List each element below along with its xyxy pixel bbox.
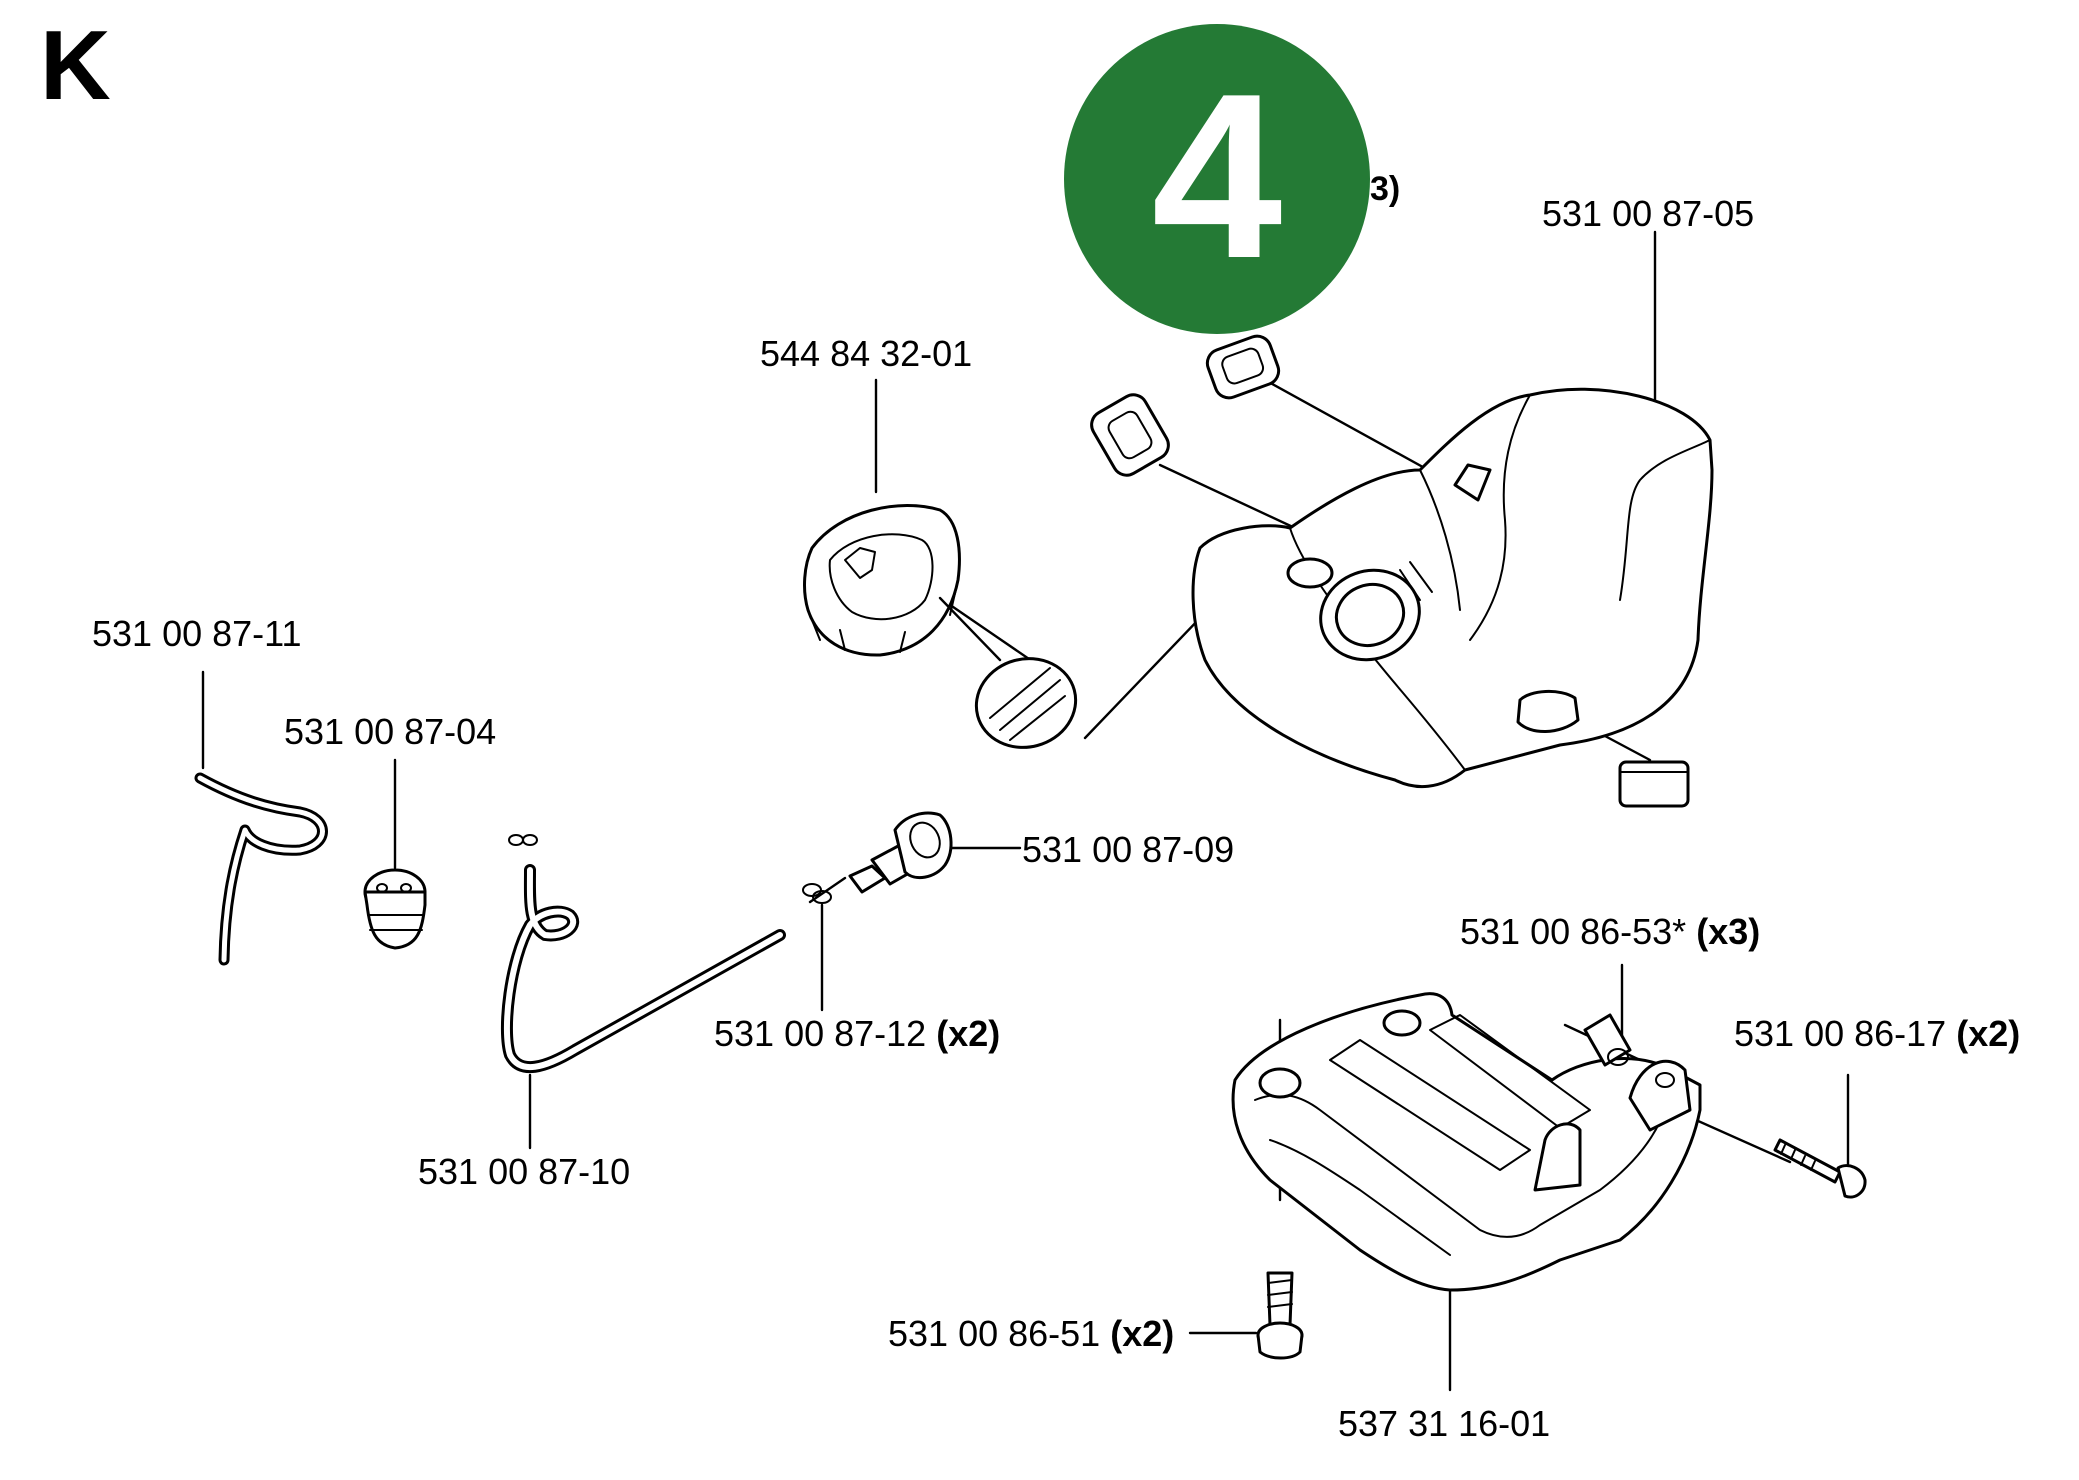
part-quantity: (x2)	[1956, 1013, 2021, 1054]
step-number: 4	[1151, 43, 1283, 307]
part-number: 531 00 86-53*	[1460, 911, 1687, 952]
part-quantity: (x3)	[1696, 911, 1761, 952]
part-number: 544 84 32-01	[760, 333, 973, 374]
partial-label: 3)	[1370, 170, 1401, 208]
part-label-fuel-filter: 531 00 87-09	[1022, 832, 1234, 868]
screw-short	[1256, 1271, 1304, 1360]
part-label-hose-clamp: 531 00 87-12 (x2)	[714, 1016, 1000, 1052]
part-quantity: (x2)	[1110, 1313, 1175, 1354]
fuel-filter	[848, 811, 953, 894]
part-label-fuel-tank: 531 00 87-05	[1542, 196, 1754, 232]
fuel-line	[500, 834, 786, 1074]
part-quantity: (x2)	[936, 1013, 1001, 1054]
grommet	[363, 868, 427, 950]
return-fuel-line	[194, 772, 328, 966]
part-label-screw-long: 531 00 86-17 (x2)	[1734, 1016, 2020, 1052]
part-number: 531 00 87-05	[1542, 193, 1755, 234]
part-label-spacer: 531 00 86-53* (x3)	[1460, 914, 1760, 950]
section-letter: K	[40, 10, 111, 120]
step-number-badge: 4	[1064, 24, 1370, 334]
hose-clamp	[802, 883, 832, 904]
tank-bracket	[1231, 992, 1702, 1292]
part-number: 537 31 16-01	[1338, 1403, 1551, 1444]
part-number: 531 00 86-17	[1734, 1013, 1947, 1054]
part-label-fuel-cap: 544 84 32-01	[760, 336, 972, 372]
part-number: 531 00 86-51	[888, 1313, 1101, 1354]
part-label-tank-bracket: 537 31 16-01	[1338, 1406, 1550, 1442]
part-number: 531 00 87-10	[418, 1151, 631, 1192]
part-number: 531 00 87-04	[284, 711, 497, 752]
fuel-tank	[1090, 334, 1714, 808]
part-number: 531 00 87-11	[92, 613, 302, 654]
screw-long	[1773, 1138, 1867, 1199]
part-number: 531 00 87-12	[714, 1013, 927, 1054]
part-number: 531 00 87-09	[1022, 829, 1235, 870]
part-label-return-fuel-line: 531 00 87-11	[92, 616, 302, 652]
part-label-fuel-line: 531 00 87-10	[418, 1154, 630, 1190]
fuel-cap	[803, 504, 1078, 749]
part-label-grommet: 531 00 87-04	[284, 714, 496, 750]
spacer	[1583, 1013, 1632, 1067]
part-label-screw-short: 531 00 86-51 (x2)	[888, 1316, 1174, 1352]
